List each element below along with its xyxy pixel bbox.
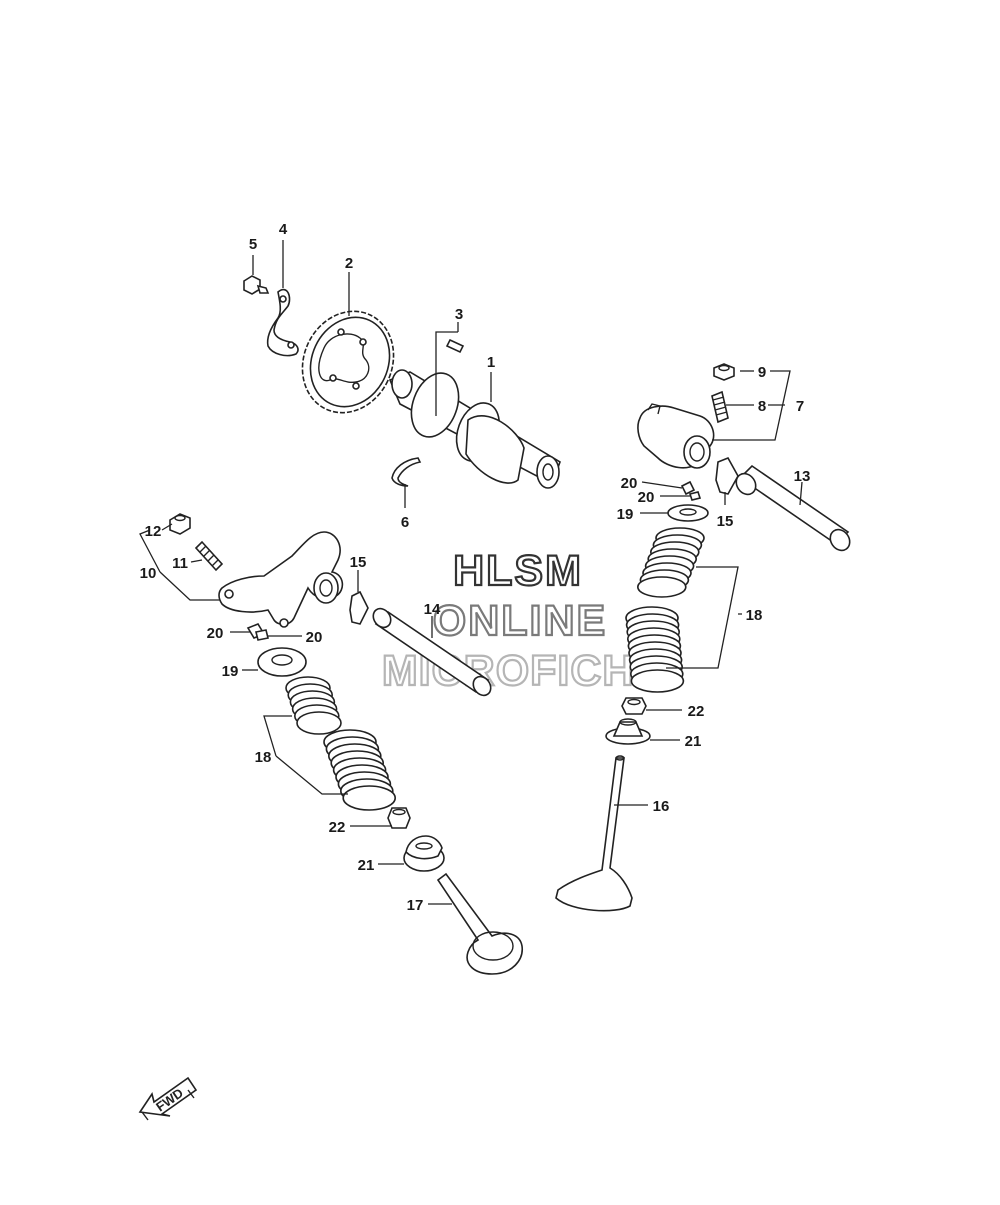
- part-13-rocker-shaft-right[interactable]: [732, 464, 853, 554]
- part-6-circlip[interactable]: [391, 457, 422, 487]
- callout-22-right: 22: [688, 703, 705, 720]
- callout-5: 5: [249, 236, 257, 253]
- callout-22-left: 22: [329, 819, 346, 836]
- part-14-rocker-shaft-left[interactable]: [370, 605, 495, 699]
- part-15-retainer-left[interactable]: [349, 590, 369, 625]
- part-3-dowel-pin[interactable]: [445, 338, 465, 354]
- part-11-adjust-screw-left[interactable]: [194, 540, 224, 572]
- callout-21-right: 21: [685, 733, 702, 750]
- part-7-rocker-arm-right[interactable]: [637, 403, 715, 469]
- part-1-camshaft[interactable]: [388, 366, 561, 489]
- callout-9: 9: [758, 364, 766, 381]
- callout-11: 11: [172, 555, 188, 572]
- callout-15-left: 15: [350, 554, 367, 571]
- callout-1: 1: [487, 354, 495, 371]
- part-19-spring-retainer-left[interactable]: [257, 647, 307, 677]
- part-19-spring-retainer-right[interactable]: [667, 504, 709, 522]
- part-8-adjust-screw-right[interactable]: [711, 390, 729, 424]
- callout-16: 16: [653, 798, 670, 815]
- callout-2: 2: [345, 255, 353, 272]
- part-21-spring-seat-right[interactable]: [605, 718, 651, 745]
- part-16-valve-right[interactable]: [555, 755, 633, 912]
- part-12-nut-left[interactable]: [169, 513, 191, 535]
- callout-20-left-a: 20: [207, 625, 224, 642]
- part-15-retainer-right[interactable]: [715, 456, 739, 495]
- part-21-spring-seat-left[interactable]: [403, 835, 445, 872]
- callout-20-right-a: 20: [621, 475, 638, 492]
- callout-19-right: 19: [617, 506, 634, 523]
- leader-lines: [139, 240, 803, 905]
- part-17-valve-left[interactable]: [436, 872, 523, 975]
- part-4-bracket[interactable]: [266, 288, 299, 357]
- spring-coil: [342, 785, 397, 811]
- part-18-springs-left[interactable]: [285, 676, 397, 811]
- part-9-nut-right[interactable]: [713, 363, 735, 381]
- spring-coil: [296, 711, 342, 735]
- callout-14: 14: [424, 601, 441, 618]
- watermark-line-2: ONLINE: [433, 597, 607, 645]
- part-20-cotters-right[interactable]: [680, 480, 702, 501]
- callout-21-left: 21: [358, 857, 375, 874]
- callout-15-right: 15: [717, 513, 734, 530]
- watermark-line-1: HLSM: [453, 547, 583, 595]
- callout-18-right: 18: [746, 607, 763, 624]
- part-10-rocker-arm-left[interactable]: [218, 531, 344, 628]
- spring-coil: [636, 576, 687, 598]
- callout-8: 8: [758, 398, 766, 415]
- spring-coil: [630, 669, 685, 693]
- callout-6: 6: [401, 514, 409, 531]
- callout-3: 3: [455, 306, 463, 323]
- callout-12: 12: [145, 523, 162, 540]
- callout-10: 10: [140, 565, 157, 582]
- part-22-stem-seal-left[interactable]: [387, 807, 411, 829]
- callout-20-right-b: 20: [638, 489, 655, 506]
- callout-17: 17: [407, 897, 424, 914]
- fwd-arrow-icon: [138, 1076, 198, 1117]
- watermark: HLSM ONLINE MICROFICHE: [381, 546, 665, 696]
- callout-19-left: 19: [222, 663, 239, 680]
- callout-labels: 5 4 2 3 1 6 9 8 7 13 15 20 20 19 18 22 2…: [140, 221, 811, 914]
- callout-4: 4: [279, 221, 288, 238]
- part-2-cam-sprocket[interactable]: [286, 296, 410, 427]
- callout-13: 13: [794, 468, 811, 485]
- part-5-bolt[interactable]: [243, 275, 270, 295]
- part-20-cotters-left[interactable]: [246, 623, 269, 641]
- fwd-arrow: FWD: [138, 1076, 198, 1121]
- part-22-stem-seal-right[interactable]: [621, 697, 647, 715]
- callout-18-left: 18: [255, 749, 272, 766]
- callout-7: 7: [796, 398, 804, 415]
- callout-20-left-b: 20: [306, 629, 323, 646]
